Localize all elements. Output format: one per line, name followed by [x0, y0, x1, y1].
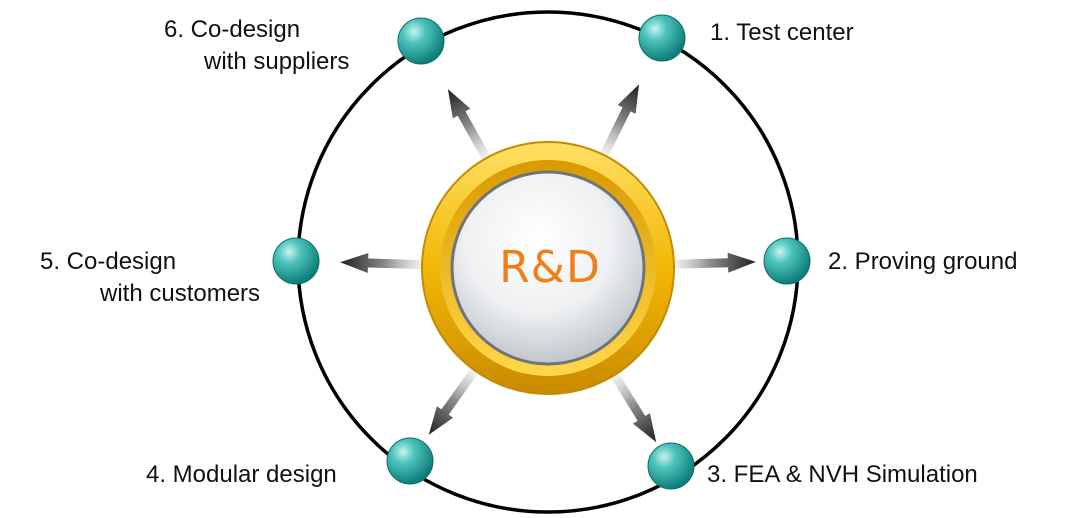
arrow-group	[340, 84, 756, 443]
arrow-3	[607, 367, 657, 443]
hub-silver-disc	[450, 170, 646, 366]
node-label-3: 3. FEA & NVH Simulation	[707, 459, 978, 491]
arrow-6	[447, 89, 494, 166]
node-ball-1	[638, 14, 686, 62]
node-ball-5	[272, 237, 320, 285]
node-ball-3	[647, 442, 695, 490]
node-label-5: 5. Co-design with customers	[40, 246, 260, 310]
node-label-1: 1. Test center	[710, 17, 854, 49]
arrow-5	[340, 253, 431, 273]
node-label-4: 4. Modular design	[146, 459, 337, 491]
arrow-1	[597, 84, 640, 163]
node-label-3-line-1: 3. FEA & NVH Simulation	[707, 461, 978, 488]
center-label: R&D	[499, 242, 601, 293]
node-label-2-line-1: 2. Proving ground	[828, 248, 1018, 275]
node-label-5-line-2: with customers	[100, 280, 261, 307]
node-ball-6	[397, 17, 445, 65]
arrow-2	[665, 252, 756, 273]
node-label-1-line-1: 1. Test center	[710, 19, 854, 46]
node-label-6-line-2: with suppliers	[204, 48, 350, 75]
node-ball-4	[386, 437, 434, 485]
node-label-6-line-1: 6. Co-design	[164, 16, 301, 43]
arrow-4	[428, 362, 482, 435]
arrow-1-shape	[597, 84, 640, 163]
arrow-2-shape	[665, 252, 756, 273]
node-label-5-line-1: 5. Co-design	[40, 248, 177, 275]
center-hub	[421, 141, 675, 395]
node-group	[272, 14, 811, 490]
arrow-5-shape	[340, 253, 431, 273]
node-label-4-line-1: 4. Modular design	[146, 461, 337, 488]
node-label-2: 2. Proving ground	[828, 246, 1017, 278]
arrow-3-shape	[607, 367, 657, 443]
arrow-4-shape	[428, 362, 482, 435]
node-label-6: 6. Co-design with suppliers	[164, 14, 349, 78]
node-ball-2	[763, 237, 811, 285]
arrow-6-shape	[447, 89, 494, 166]
